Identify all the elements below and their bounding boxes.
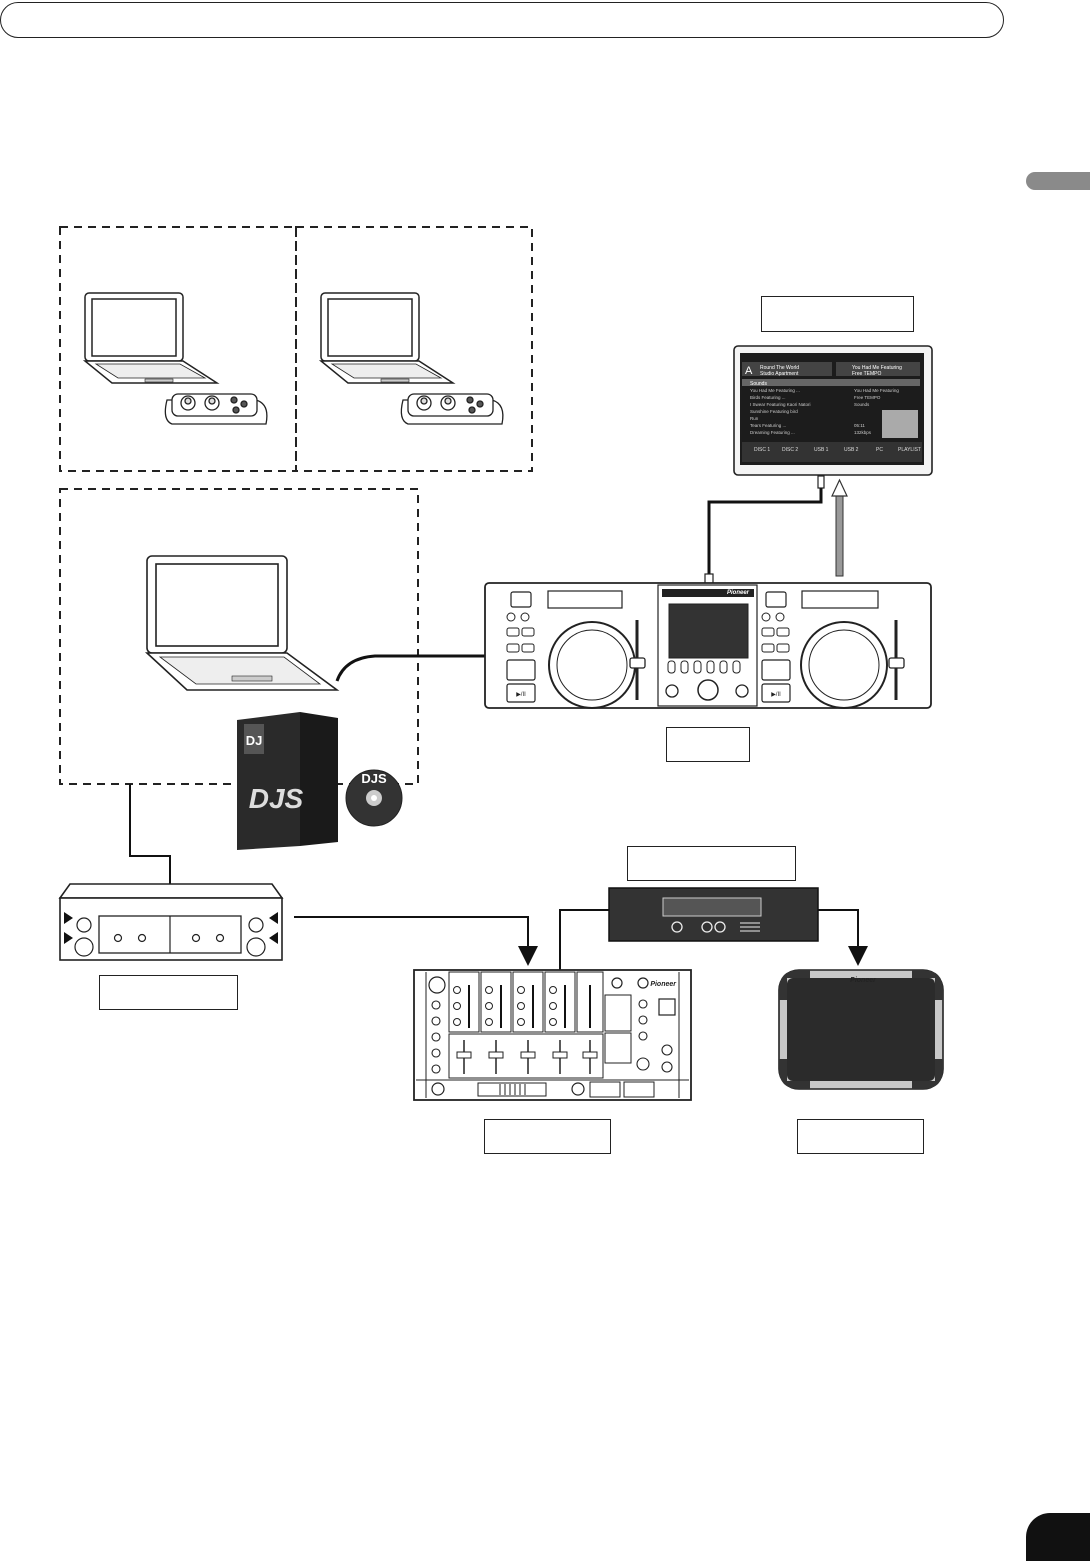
controller-icon bbox=[400, 393, 504, 425]
page-number-badge bbox=[1026, 1513, 1090, 1561]
amplifier-icon bbox=[608, 887, 819, 942]
svg-text:Sounds: Sounds bbox=[854, 402, 870, 407]
svg-text:▶/II: ▶/II bbox=[516, 692, 526, 698]
svg-text:Tears Featuring ...: Tears Featuring ... bbox=[750, 423, 786, 428]
label-box-amplifier bbox=[627, 846, 796, 881]
svg-text:PC: PC bbox=[876, 447, 883, 453]
svg-text:Round The World: Round The World bbox=[760, 365, 799, 371]
label-box-speaker bbox=[797, 1119, 924, 1154]
software-disc-icon: DJS bbox=[345, 769, 403, 827]
speaker-icon: Pioneer bbox=[778, 969, 944, 1090]
svg-text:▶/II: ▶/II bbox=[771, 692, 781, 698]
svg-text:Studio Apartment: Studio Apartment bbox=[760, 371, 799, 377]
usb-cable bbox=[129, 784, 171, 884]
software-box-icon: DJ DJS bbox=[237, 712, 338, 850]
label-box-mixer bbox=[484, 1119, 611, 1154]
svg-text:Free TEMPO: Free TEMPO bbox=[854, 395, 881, 400]
svg-text:You Had Me Featuring: You Had Me Featuring bbox=[854, 388, 899, 393]
svg-text:DJS: DJS bbox=[249, 783, 304, 814]
svg-text:Free TEMPO: Free TEMPO bbox=[852, 371, 881, 377]
svg-text:I Swear Featuring Kaori Natori: I Swear Featuring Kaori Natori bbox=[750, 402, 811, 407]
dj-mixer-icon: Pioneer bbox=[413, 969, 692, 1101]
svg-text:DJ: DJ bbox=[246, 733, 263, 748]
signal-arrow-shaft bbox=[835, 493, 844, 577]
svg-text:Pioneer: Pioneer bbox=[727, 590, 750, 596]
display-monitor-icon: A Round The World Studio Apartment You H… bbox=[733, 345, 933, 476]
usb-cable bbox=[335, 654, 487, 682]
svg-text:USB 1: USB 1 bbox=[814, 447, 829, 453]
svg-text:A: A bbox=[745, 365, 753, 377]
svg-text:Pioneer: Pioneer bbox=[850, 977, 877, 984]
laptop-icon bbox=[144, 555, 340, 691]
svg-text:You Had Me Featuring: You Had Me Featuring bbox=[852, 365, 902, 371]
dashed-group-top-left bbox=[59, 226, 297, 472]
language-tab bbox=[1026, 172, 1090, 190]
label-box-player bbox=[666, 727, 750, 762]
svg-text:Pioneer: Pioneer bbox=[650, 981, 677, 988]
signal-arrow-head bbox=[831, 478, 848, 497]
label-box-display bbox=[761, 296, 914, 332]
svg-text:DISC 1: DISC 1 bbox=[754, 447, 770, 453]
svg-text:DJS: DJS bbox=[361, 771, 387, 786]
page-header-bar bbox=[0, 2, 1004, 38]
svg-text:Dreaming Featuring ...: Dreaming Featuring ... bbox=[750, 430, 795, 435]
svg-text:Run: Run bbox=[750, 416, 759, 421]
audio-cable bbox=[294, 916, 538, 966]
laptop-icon bbox=[82, 292, 220, 384]
speaker-cable bbox=[818, 909, 868, 966]
video-connector bbox=[817, 475, 825, 489]
laptop-icon bbox=[318, 292, 456, 384]
svg-text:PLAYLIST: PLAYLIST bbox=[898, 447, 921, 453]
audio-cable bbox=[559, 909, 609, 972]
svg-text:Sunshine Featuring bird: Sunshine Featuring bird bbox=[750, 409, 798, 414]
dj-player-icon: Pioneer ▶/II bbox=[484, 582, 932, 709]
svg-text:132kbps: 132kbps bbox=[854, 430, 872, 435]
controller-icon bbox=[164, 393, 268, 425]
audio-interface-icon bbox=[58, 883, 284, 961]
svg-text:Birds Featuring ...: Birds Featuring ... bbox=[750, 395, 786, 400]
video-cable bbox=[707, 488, 823, 574]
label-box-interface bbox=[99, 975, 238, 1010]
svg-text:You Had Me Featuring ...: You Had Me Featuring ... bbox=[750, 388, 800, 393]
svg-text:05:11: 05:11 bbox=[854, 423, 865, 428]
svg-text:Sounds: Sounds bbox=[750, 381, 767, 387]
svg-text:DISC 2: DISC 2 bbox=[782, 447, 798, 453]
dashed-group-top-middle bbox=[295, 226, 533, 472]
svg-text:USB 2: USB 2 bbox=[844, 447, 859, 453]
mixer-channels bbox=[448, 971, 604, 1079]
